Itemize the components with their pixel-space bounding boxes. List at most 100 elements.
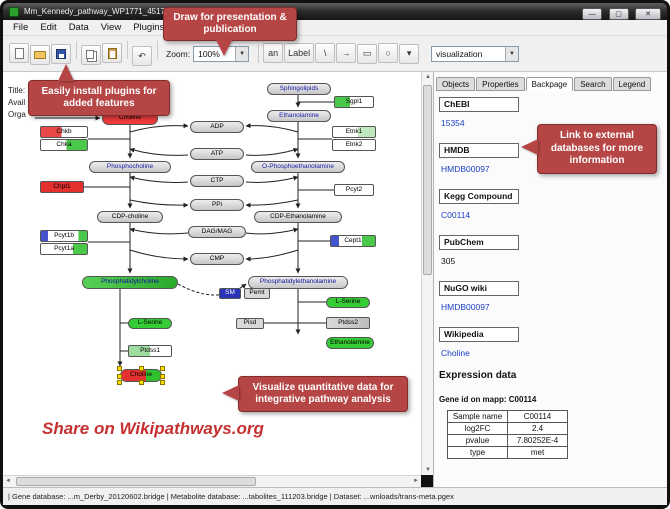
save-icon: [56, 48, 66, 59]
gene-node-sm[interactable]: SM: [219, 288, 241, 299]
open-file-button[interactable]: [30, 44, 50, 65]
metabolite-node-ethanolamine[interactable]: Ethanolamine: [326, 337, 374, 349]
tab-backpage[interactable]: Backpage: [525, 77, 574, 91]
menu-item-file[interactable]: File: [13, 22, 29, 33]
gene-node-chka[interactable]: Chka: [40, 139, 88, 151]
callout-external-databases-pointer: [521, 139, 538, 155]
backpage-value-nugo-wiki[interactable]: HMDB00097: [441, 302, 490, 312]
metabolite-node-ctp[interactable]: CTP: [190, 175, 244, 187]
maximize-button[interactable]: ▢: [608, 7, 629, 20]
gene-node-pcyt1a[interactable]: Pcyt1a: [40, 243, 88, 255]
tab-search[interactable]: Search: [574, 77, 612, 91]
metabolite-node-ethanolamine[interactable]: Ethanolamine: [267, 110, 331, 122]
metabolite-node-choline-selected[interactable]: Choline: [117, 366, 165, 385]
selection-handle[interactable]: [139, 366, 144, 371]
metabolite-node-cmp[interactable]: CMP: [190, 253, 244, 265]
metabolite-node-l-serine[interactable]: L-Serine: [128, 318, 172, 329]
shapes-dropdown-button[interactable]: ▾: [399, 43, 420, 64]
scroll-right-icon[interactable]: ►: [413, 478, 419, 484]
line-tool-button[interactable]: \: [315, 43, 336, 64]
selection-handle[interactable]: [160, 366, 165, 371]
callout-plugins: Easily install plugins for added feature…: [28, 80, 170, 116]
metabolite-node-phosphocholine[interactable]: Phosphocholine: [89, 161, 171, 173]
callout-draw: Draw for presentation & publication: [163, 7, 297, 41]
gene-node-sgpl1[interactable]: Sgpl1: [334, 96, 374, 108]
gene-node-pisd[interactable]: Pisd: [236, 318, 264, 329]
gene-id-line: Gene id on mapp: C00114: [439, 395, 537, 404]
expression-table-cell: Sample name: [447, 410, 508, 423]
metabolite-node-phosphatidylcholine[interactable]: Phosphatidylcholine: [82, 276, 178, 289]
backpage-value-wikipedia[interactable]: Choline: [441, 348, 470, 358]
metabolite-node-cdp-choline[interactable]: CDP-choline: [97, 211, 163, 223]
metabolite-node-adp[interactable]: ADP: [190, 121, 244, 133]
toolbar-separator: [76, 40, 77, 59]
gene-node-pemt[interactable]: Pemt: [244, 288, 270, 299]
tab-properties[interactable]: Properties: [476, 77, 525, 91]
tab-objects[interactable]: Objects: [436, 77, 476, 91]
selection-handle[interactable]: [117, 366, 122, 371]
metabolite-node-atp[interactable]: ATP: [190, 148, 244, 160]
new-file-button[interactable]: [9, 43, 29, 64]
horizontal-scrollbar-thumb[interactable]: [16, 477, 256, 486]
vertical-scrollbar-thumb[interactable]: [423, 85, 432, 275]
datanode-tool-button[interactable]: an: [263, 43, 284, 64]
metabolite-node-dag-mag[interactable]: DAG/MAG: [188, 226, 246, 238]
metabolite-node-l-serine[interactable]: L-Serine: [326, 297, 370, 308]
close-button[interactable]: ✕: [635, 7, 661, 20]
visualization-value: visualization: [436, 49, 483, 59]
selection-handle[interactable]: [160, 380, 165, 385]
gene-node-etnk2[interactable]: Etnk2: [332, 139, 376, 151]
ellipse-tool-button[interactable]: ○: [378, 43, 399, 64]
menu-item-plugins[interactable]: Plugins: [133, 22, 165, 33]
tab-legend[interactable]: Legend: [612, 77, 652, 91]
selection-handle[interactable]: [139, 380, 144, 385]
arrow-tool-button[interactable]: →: [336, 43, 357, 64]
chevron-down-icon: ▼: [235, 46, 249, 61]
canvas-label-availability: Avail: [8, 98, 26, 107]
undo-button[interactable]: ↶: [132, 46, 152, 67]
selection-handle[interactable]: [117, 373, 122, 379]
gene-node-ptdss2[interactable]: Ptdss2: [326, 317, 370, 329]
save-file-button[interactable]: [51, 43, 71, 64]
paste-button[interactable]: [102, 43, 122, 64]
expression-table-cell: 2.4: [507, 422, 568, 435]
minimize-button[interactable]: —: [582, 8, 603, 20]
metabolite-node-o-phosphoethanolamine[interactable]: O-Phosphoethanolamine: [251, 161, 345, 173]
visualization-select[interactable]: visualization ▼: [431, 46, 519, 62]
backpage-value-hmdb[interactable]: HMDB00097: [441, 164, 490, 174]
gene-node-etnk1[interactable]: Etnk1: [332, 126, 376, 138]
horizontal-scrollbar[interactable]: ◄ ►: [3, 475, 421, 487]
gene-node-pcyt1b[interactable]: Pcyt1b: [40, 230, 88, 242]
gene-node-chkb[interactable]: Chkb: [40, 126, 88, 138]
scroll-down-icon[interactable]: ▼: [425, 467, 431, 473]
gene-node-pcyt2[interactable]: Pcyt2: [334, 184, 374, 196]
metabolite-node-cdp-ethanolamine[interactable]: CDP-Ethanolamine: [254, 211, 342, 223]
gene-node-ptdss1[interactable]: Ptdss1: [128, 345, 172, 357]
selection-handle[interactable]: [160, 373, 165, 379]
backpage-value-chebi[interactable]: 15354: [441, 118, 465, 128]
scroll-left-icon[interactable]: ◄: [5, 478, 11, 484]
copy-button[interactable]: [81, 45, 101, 66]
menu-item-data[interactable]: Data: [68, 22, 89, 33]
gene-node-cept1[interactable]: Cept1: [330, 235, 376, 247]
menu-item-edit[interactable]: Edit: [40, 22, 57, 33]
rect-tool-button[interactable]: ▭: [357, 43, 378, 64]
gene-node-chpt1[interactable]: Chpt1: [40, 181, 84, 193]
label-tool-button[interactable]: Label: [284, 43, 315, 64]
scroll-up-icon[interactable]: ▲: [425, 74, 431, 80]
selection-handle[interactable]: [117, 380, 122, 385]
metabolite-node-sphingolipids[interactable]: Sphingolipids: [267, 83, 331, 95]
metabolite-node-ppi[interactable]: PPi: [190, 199, 244, 211]
toolbar-separator: [127, 40, 128, 59]
menu-item-view[interactable]: View: [100, 22, 122, 33]
backpage-value-kegg-compound[interactable]: C00114: [441, 210, 471, 220]
metabolite-node-phosphatidylethanolamine[interactable]: Phosphatidylethanolamine: [248, 276, 348, 289]
vertical-scrollbar[interactable]: ▲ ▼: [421, 72, 433, 475]
